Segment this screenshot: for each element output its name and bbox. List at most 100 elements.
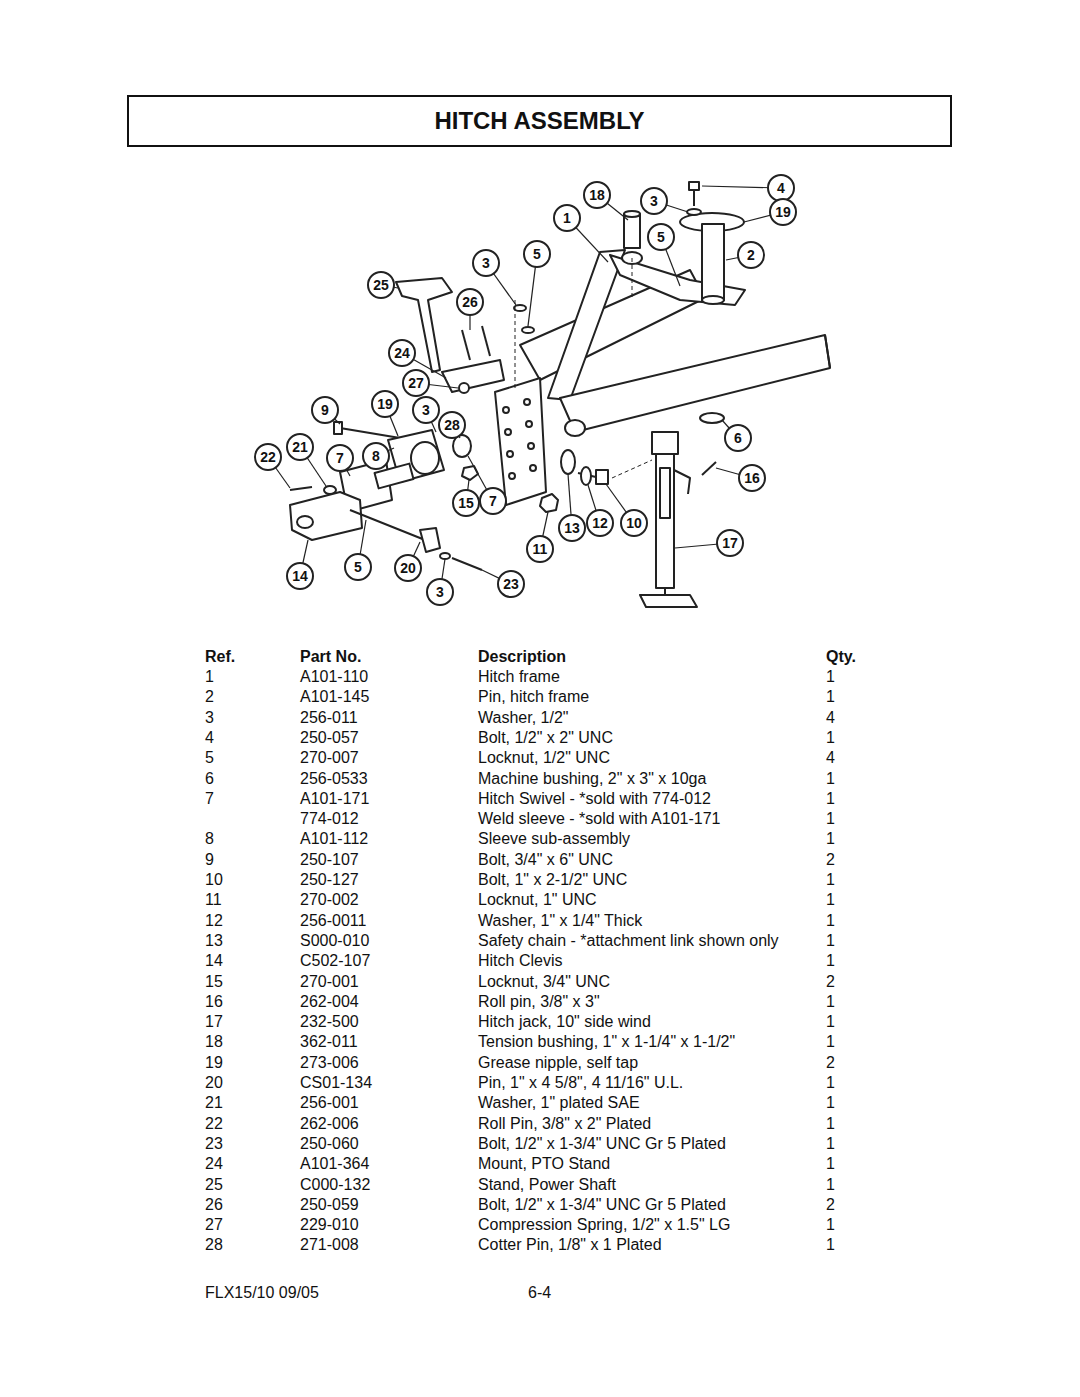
callout-circle: 24 <box>388 339 416 367</box>
callout-circle: 5 <box>647 223 675 251</box>
table-cell: Cotter Pin, 1/8" x 1 Plated <box>478 1235 662 1255</box>
pin-handle <box>420 528 440 552</box>
table-cell: 16 <box>205 992 223 1012</box>
table-cell: 8 <box>205 829 214 849</box>
frame-strut <box>548 250 625 400</box>
jack-crank <box>674 470 690 494</box>
plate-hole <box>507 451 513 457</box>
callout-circle: 10 <box>620 509 648 537</box>
table-cell: 1 <box>826 728 835 748</box>
callout-circle: 19 <box>371 390 399 418</box>
callout-number: 12 <box>592 516 608 530</box>
table-cell: A101-112 <box>300 829 368 849</box>
callout-number: 5 <box>354 560 362 574</box>
table-cell: 18 <box>205 1032 223 1052</box>
callout-number: 13 <box>564 521 580 535</box>
callout-circle: 15 <box>452 489 480 517</box>
leader-lines <box>268 186 783 592</box>
table-cell: Washer, 1" x 1/4" Thick <box>478 911 642 931</box>
locknut <box>522 327 534 333</box>
callout-circle: 8 <box>362 442 390 470</box>
table-cell: 1 <box>826 951 835 971</box>
table-cell: 256-001 <box>300 1093 359 1113</box>
callout-number: 8 <box>372 449 380 463</box>
callout-circle: 28 <box>438 411 466 439</box>
table-cell: 1 <box>826 1215 835 1235</box>
table-cell: 1 <box>826 1175 835 1195</box>
clevis-eye <box>297 516 313 528</box>
table-cell: 1 <box>826 829 835 849</box>
table-cell: 1 <box>826 870 835 890</box>
callout-number: 19 <box>377 397 393 411</box>
table-cell: C502-107 <box>300 951 370 971</box>
table-cell: A101-110 <box>300 667 368 687</box>
callout-number: 16 <box>744 471 760 485</box>
table-cell: Roll pin, 3/8" x 3" <box>478 992 600 1012</box>
callout-number: 9 <box>321 403 329 417</box>
jack-head <box>652 432 678 454</box>
callout-number: 23 <box>503 577 519 591</box>
table-cell: 1 <box>826 1073 835 1093</box>
table-cell: Pin, 1" x 4 5/8", 4 11/16" U.L. <box>478 1073 683 1093</box>
table-cell: 250-059 <box>300 1195 359 1215</box>
table-cell: Hitch Swivel - *sold with 774-012 <box>478 789 711 809</box>
table-cell: 28 <box>205 1235 223 1255</box>
callout-circle: 11 <box>526 535 554 563</box>
callout-circle: 17 <box>716 529 744 557</box>
table-cell: Sleeve sub-assembly <box>478 829 630 849</box>
callout-number: 3 <box>482 256 490 270</box>
callout-circle: 21 <box>286 433 314 461</box>
callout-circle: 7 <box>326 444 354 472</box>
sleeve-bore <box>411 442 439 474</box>
chain-link <box>561 450 575 474</box>
plate-hole <box>526 421 532 427</box>
table-cell: 14 <box>205 951 223 971</box>
table-cell: 1 <box>826 1114 835 1134</box>
table-cell: A101-171 <box>300 789 369 809</box>
roll-pin <box>702 462 716 475</box>
frame-beam <box>560 335 830 432</box>
table-cell: 250-057 <box>300 728 359 748</box>
table-cell: 15 <box>205 972 223 992</box>
callout-circle: 3 <box>472 249 500 277</box>
callout-number: 5 <box>657 230 665 244</box>
table-cell: 3 <box>205 708 214 728</box>
table-cell: 9 <box>205 850 214 870</box>
table-cell: CS01-134 <box>300 1073 372 1093</box>
bolt <box>482 326 490 356</box>
table-cell: 1 <box>826 667 835 687</box>
washer <box>581 467 591 485</box>
table-cell: 270-007 <box>300 748 359 768</box>
callout-circle: 27 <box>402 369 430 397</box>
table-cell: Compression Spring, 1/2" x 1.5" LG <box>478 1215 730 1235</box>
jack-foot <box>640 595 697 607</box>
pin-body <box>702 224 724 300</box>
bolt <box>462 330 470 360</box>
callout-number: 11 <box>533 542 548 556</box>
callout-number: 7 <box>336 451 344 465</box>
table-cell: Bolt, 1/2" x 1-3/4" UNC Gr 5 Plated <box>478 1134 726 1154</box>
table-cell: 2 <box>826 1195 835 1215</box>
table-cell: 10 <box>205 870 223 890</box>
callout-number: 4 <box>777 181 785 195</box>
callout-number: 25 <box>373 278 389 292</box>
callout-number: 2 <box>747 248 755 262</box>
table-cell: 1 <box>826 1093 835 1113</box>
callout-circle: 2 <box>737 241 765 269</box>
table-cell: Bolt, 3/4" x 6" UNC <box>478 850 613 870</box>
callout-circle: 25 <box>367 271 395 299</box>
table-cell: 1 <box>826 789 835 809</box>
table-cell: 774-012 <box>300 809 359 829</box>
table-cell: 1 <box>205 667 214 687</box>
table-cell: 23 <box>205 1134 223 1154</box>
callout-number: 27 <box>408 376 424 390</box>
callout-number: 19 <box>775 205 791 219</box>
callout-number: 26 <box>462 295 478 309</box>
callout-number: 22 <box>260 450 276 464</box>
beam-end <box>825 335 830 368</box>
table-cell: 250-127 <box>300 870 359 890</box>
callout-number: 28 <box>444 418 460 432</box>
table-cell: 6 <box>205 769 214 789</box>
table-cell: 11 <box>205 890 222 910</box>
